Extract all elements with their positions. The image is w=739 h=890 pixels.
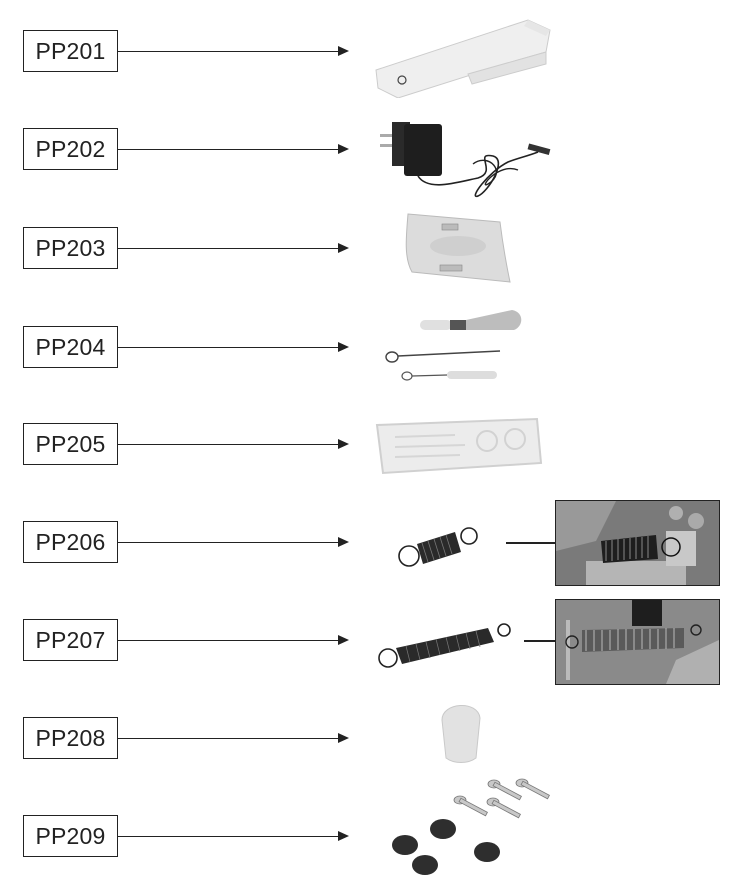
part-label: PP205 (23, 423, 118, 465)
arrow-line (118, 149, 340, 150)
screws-and-feet-icon (362, 778, 562, 888)
arrow-head-icon (338, 439, 349, 449)
part-label: PP202 (23, 128, 118, 170)
installed-spring-photo (555, 599, 720, 685)
part-label: PP209 (23, 815, 118, 857)
arrow-line (118, 836, 340, 837)
connector-line (524, 640, 556, 642)
label-plate-icon (375, 415, 545, 477)
long-spring-icon (374, 620, 516, 670)
part-row-pp202: PP202 (0, 128, 739, 172)
scraper-icon (400, 208, 525, 293)
installed-spring-photo (555, 500, 720, 586)
arrow-line (118, 51, 340, 52)
part-row-pp206: PP206 (0, 521, 739, 565)
arrow-line (118, 347, 340, 348)
arrow-head-icon (338, 243, 349, 253)
connector-line (506, 542, 556, 544)
part-row-pp203: PP203 (0, 227, 739, 271)
part-label: PP207 (23, 619, 118, 661)
arrow-head-icon (338, 144, 349, 154)
short-spring-icon (395, 524, 485, 574)
cover-lid-icon (368, 8, 558, 98)
rubber-cap-icon (440, 698, 484, 764)
part-label: PP201 (23, 30, 118, 72)
part-label: PP203 (23, 227, 118, 269)
arrow-head-icon (338, 342, 349, 352)
arrow-line (118, 248, 340, 249)
part-label: PP208 (23, 717, 118, 759)
part-row-pp207: PP207 (0, 619, 739, 663)
part-label: PP204 (23, 326, 118, 368)
arrow-head-icon (338, 635, 349, 645)
arrow-head-icon (338, 831, 349, 841)
arrow-head-icon (338, 46, 349, 56)
part-row-pp209: PP209 (0, 815, 739, 859)
part-row-pp205: PP205 (0, 423, 739, 467)
arrow-line (118, 444, 340, 445)
arrow-line (118, 542, 340, 543)
arrow-line (118, 640, 340, 641)
cleaning-brushes-icon (382, 308, 532, 388)
arrow-head-icon (338, 537, 349, 547)
arrow-line (118, 738, 340, 739)
part-row-pp204: PP204 (0, 326, 739, 370)
power-adapter-icon (378, 112, 558, 202)
part-row-pp201: PP201 (0, 30, 739, 74)
arrow-head-icon (338, 733, 349, 743)
part-row-pp208: PP208 (0, 717, 739, 761)
part-label: PP206 (23, 521, 118, 563)
